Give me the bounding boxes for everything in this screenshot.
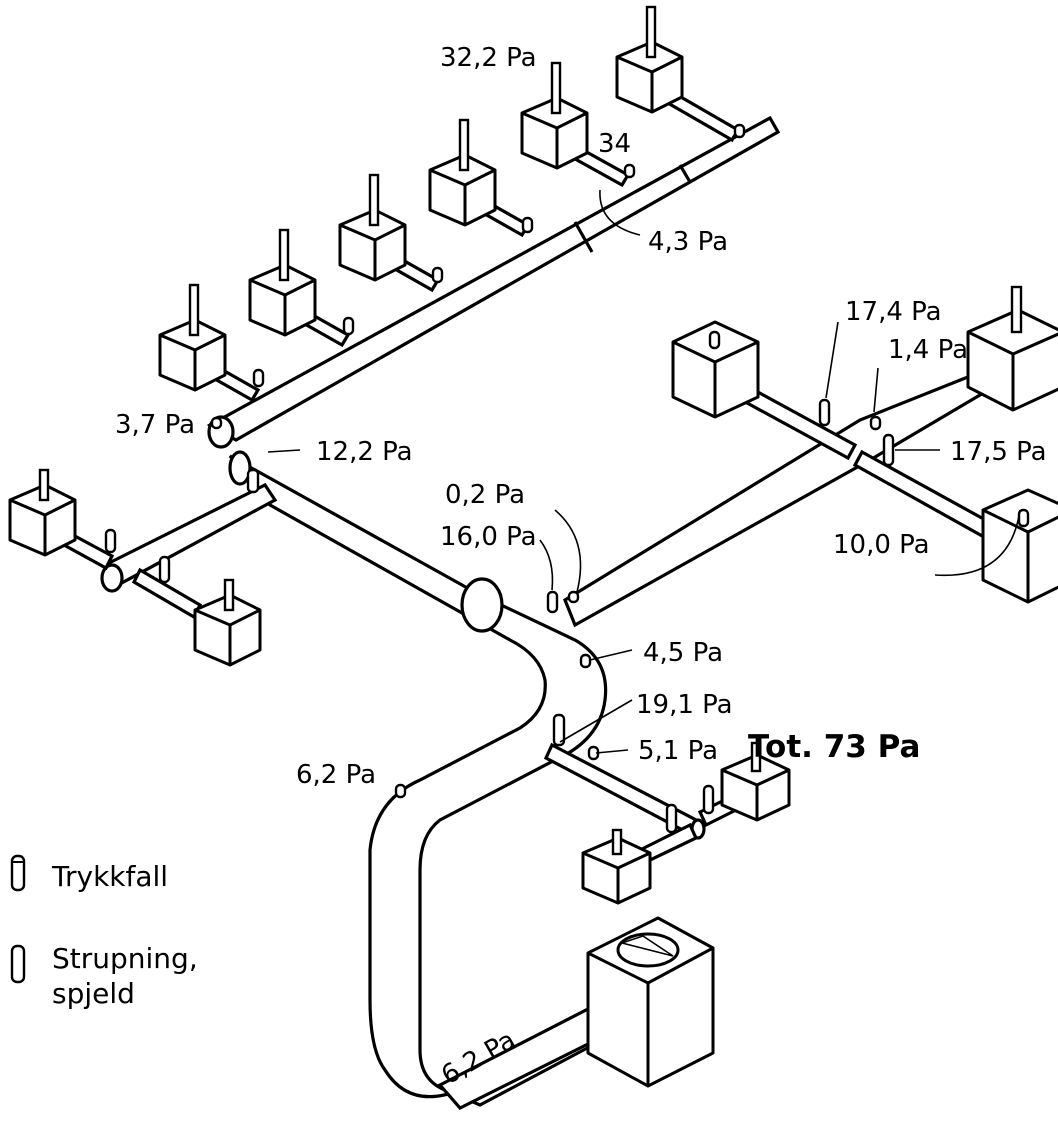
measurement-points: [104, 123, 895, 834]
label-10-0: 10,0 Pa: [833, 530, 930, 560]
total-pressure: Tot. 73 Pa: [748, 729, 920, 765]
legend-pressure-drop: Trykkfall: [51, 860, 168, 893]
legend-throttling-line2: spjeld: [52, 977, 135, 1010]
legend-throttling-line1: Strupning,: [52, 942, 198, 975]
terminal-box: [248, 228, 317, 337]
lower-right-branch-duct: [543, 742, 755, 865]
terminal-box: [615, 5, 684, 114]
label-4-3: 4,3 Pa: [648, 227, 728, 257]
right-branch-duct: [563, 359, 1005, 628]
label-19-1: 19,1 Pa: [636, 690, 733, 720]
fan-unit: [586, 916, 715, 1088]
terminal-box: [966, 285, 1058, 412]
terminal-box: [520, 61, 589, 170]
label-6-2-top: 6,2 Pa: [296, 760, 376, 790]
label-4-5: 4,5 Pa: [643, 638, 723, 668]
throttling-damper-icon: [10, 944, 26, 984]
label-0-2: 0,2 Pa: [445, 480, 525, 510]
main-duct-upper: [206, 115, 781, 449]
terminal-boxes: [8, 5, 1058, 905]
label-3-7: 3,7 Pa: [115, 410, 195, 440]
terminal-box: [8, 468, 77, 557]
main-duct-trunk: [228, 450, 643, 1107]
pressure-drop-icon: [10, 854, 26, 892]
terminal-box: [428, 118, 497, 227]
terminal-box: [720, 741, 791, 822]
label-17-4: 17,4 Pa: [845, 297, 942, 327]
terminal-box: [981, 488, 1058, 604]
label-12-2: 12,2 Pa: [316, 437, 413, 467]
label-34: 34: [598, 129, 631, 159]
label-1-4: 1,4 Pa: [888, 335, 968, 365]
left-branch-duct: [52, 482, 278, 620]
leader-lines: [267, 189, 1021, 754]
terminal-box: [338, 173, 407, 282]
terminal-box: [193, 578, 262, 667]
legend: Trykkfall Strupning, spjeld: [10, 854, 198, 1010]
terminal-box: [158, 283, 227, 392]
label-32-2: 32,2 Pa: [440, 43, 537, 73]
label-5-1: 5,1 Pa: [638, 736, 718, 766]
label-17-5: 17,5 Pa: [950, 437, 1047, 467]
label-16-0: 16,0 Pa: [440, 522, 537, 552]
terminal-box: [671, 320, 760, 419]
pressure-labels: 32,2 Pa 34 4,3 Pa 3,7 Pa 12,2 Pa 17,4 Pa…: [115, 43, 1047, 1091]
terminal-box: [581, 828, 652, 905]
